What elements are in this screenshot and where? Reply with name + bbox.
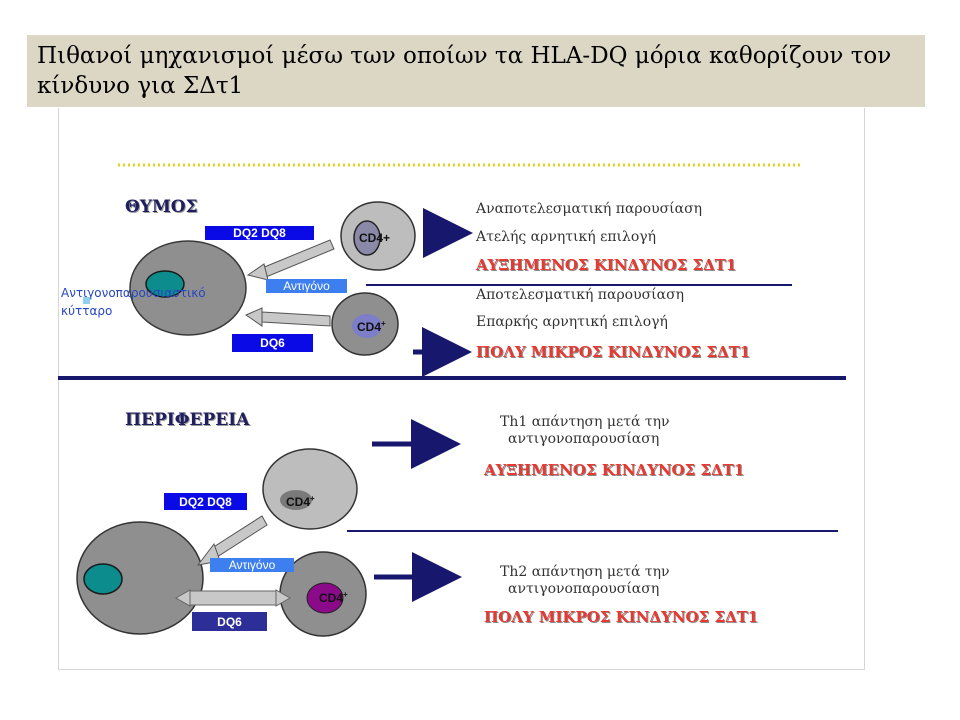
periphery-dq-low-arrowhead-right	[275, 589, 292, 607]
apc-label-marker	[83, 297, 90, 304]
thymus-line-3: Αποτελεσματική παρουσίαση	[476, 287, 685, 303]
thymus-antigen-label: Αντιγόνο	[266, 279, 347, 293]
thymus-cd4-top-nucleus	[353, 220, 381, 256]
apc-label-line2: κύτταρο	[61, 304, 113, 318]
thymus-dq-low-bar	[261, 311, 331, 327]
thymus-line-2: Ατελής αρνητική επιλογή	[476, 229, 657, 245]
slide-title: Πιθανοί μηχανισμοί μέσω των οποίων τα HL…	[37, 43, 892, 99]
periphery-cd4-bottom-label: CD4+	[319, 590, 348, 605]
periphery-risk-low: ΠΟΛΥ ΜΙΚΡΟΣ ΚΙΝΔΥΝΟΣ ΣΔΤ1	[484, 608, 759, 626]
thymus-cd4-bottom-label: CD4+	[357, 319, 386, 334]
thymus-line-4: Επαρκής αρνητική επιλογή	[476, 314, 668, 330]
thymus-cd4-top-label: CD4+	[359, 231, 391, 245]
periphery-antigen-label: Αντιγόνο	[210, 558, 294, 572]
periphery-apc-cell	[76, 521, 204, 635]
thymus-dq6-box: DQ6	[232, 334, 313, 352]
diagram-frame	[58, 108, 865, 670]
thymus-cd4-bottom-nucleus	[352, 314, 382, 338]
periphery-th2-line-1: Th2 απάντηση μετά την	[500, 564, 670, 580]
periphery-th2-line-2: αντιγονοπαρουσίαση	[508, 581, 660, 597]
thymus-line-1: Αναποτελεσματική παρουσίαση	[476, 201, 703, 217]
periphery-dq6-box: DQ6	[192, 612, 267, 631]
periphery-dq-high-bar	[211, 515, 268, 558]
thymus-apc-cell	[129, 240, 247, 336]
periphery-th1-line-2: αντιγονοπαρουσίαση	[508, 431, 660, 447]
periphery-label: ΠΕΡΙΦΕΡΕΙΑ	[125, 410, 250, 430]
periphery-dq-low-arrowhead-left	[174, 589, 191, 607]
periphery-cd4-top-nucleus	[280, 490, 312, 510]
apc-label-line1: Αντιγονοπαρουσιαστικό	[61, 286, 206, 300]
thymus-apc-nucleus	[145, 270, 185, 298]
slide-title-bar: Πιθανοί μηχανισμοί μέσω των οποίων τα HL…	[27, 35, 925, 107]
thymus-dq-high-arrowhead	[246, 263, 269, 281]
periphery-cd4-top-label: CD4+	[286, 494, 315, 509]
periphery-dq-low-bar	[189, 590, 277, 606]
thymus-dq-low-arrowhead	[244, 307, 263, 327]
thymus-risk-high: ΑΥΞΗΜΕΝΟΣ ΚΙΝΔΥΝΟΣ ΣΔΤ1	[476, 256, 737, 274]
thymus-dq2-dq8-box: DQ2 DQ8	[205, 226, 314, 240]
periphery-cd4-top-cell	[262, 448, 358, 530]
periphery-risk-high: ΑΥΞΗΜΕΝΟΣ ΚΙΝΔΥΝΟΣ ΣΔΤ1	[484, 461, 745, 479]
thymus-label: ΘΥΜΟΣ	[125, 197, 198, 217]
thymus-risk-low: ΠΟΛΥ ΜΙΚΡΟΣ ΚΙΝΔΥΝΟΣ ΣΔΤ1	[476, 343, 751, 361]
periphery-th1-line-1: Th1 απάντηση μετά την	[500, 414, 670, 430]
periphery-dq2-dq8-box: DQ2 DQ8	[164, 493, 247, 510]
thymus-dq-high-bar	[261, 239, 335, 278]
periphery-apc-nucleus	[83, 563, 123, 595]
periphery-cd4-bottom-nucleus	[306, 582, 344, 614]
